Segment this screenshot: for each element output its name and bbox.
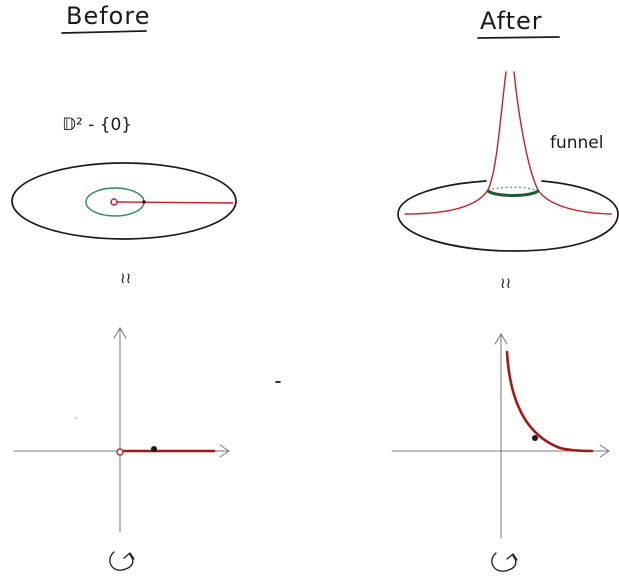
after-disk-outline <box>397 180 619 252</box>
before-title: Before <box>66 2 150 30</box>
puncture-point <box>110 198 118 206</box>
after-profile-curve <box>505 350 594 453</box>
funnel-neck-back <box>487 186 539 192</box>
punctured-disk-label: 𝔻² - {0} <box>62 115 132 135</box>
rotation-arrow-icon <box>109 551 135 571</box>
before-title-underline <box>61 30 147 34</box>
funnel-label: funnel <box>550 133 604 153</box>
after-panel: After funnel ≀≀ <box>391 7 619 572</box>
funnel-neck-front <box>486 189 540 197</box>
after-profile-point <box>532 435 538 441</box>
before-y-axis-arrow <box>113 327 127 339</box>
after-title-underline <box>477 36 560 39</box>
rotation-arrow-icon <box>491 552 518 572</box>
disk-outline <box>11 162 237 240</box>
before-x-axis-arrow <box>219 444 230 458</box>
before-origin-puncture <box>116 448 124 456</box>
radial-ray <box>116 201 234 204</box>
after-x-axis-arrow <box>599 444 610 458</box>
ray-circle-intersection <box>142 200 146 204</box>
before-panel: Before 𝔻² - {0} ≀≀ <box>11 2 237 571</box>
before-profile-point <box>151 446 157 452</box>
before-isomorphism-symbol: ≀≀ <box>120 269 131 287</box>
after-title: After <box>480 7 543 35</box>
after-isomorphism-symbol: ≀≀ <box>500 274 511 292</box>
after-y-axis-arrow <box>494 333 508 345</box>
